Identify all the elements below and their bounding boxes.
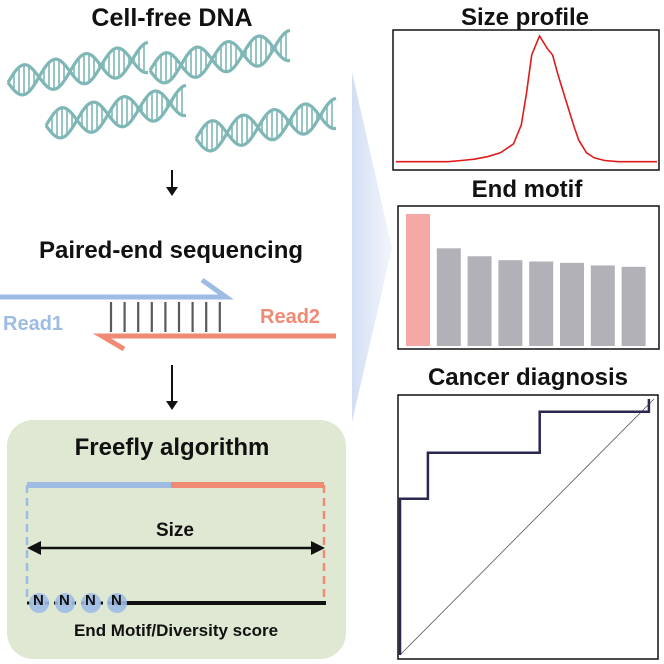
nucleotide-circle (107, 593, 127, 613)
dna-helix (6, 40, 149, 97)
down-arrow-1 (166, 170, 178, 196)
size-double-arrow (27, 541, 325, 555)
end-motif-bar (590, 265, 615, 346)
dna-helix (44, 83, 187, 140)
nucleotide-circle (29, 593, 49, 613)
read2-label: Read2 (260, 306, 321, 328)
size-profile-title: Size profile (460, 4, 590, 31)
end-motif-bar (436, 248, 461, 346)
motif-letter: N (111, 592, 122, 609)
transition-arrow-wedge (352, 72, 392, 422)
fragment-bar (25, 482, 326, 600)
motif-letter: N (59, 592, 70, 609)
sequencing-title: Paired-end sequencing (38, 237, 304, 264)
end-motif-bar (560, 262, 584, 346)
read2-strand (92, 333, 336, 352)
roc-curve (398, 399, 651, 655)
cfdna-title: Cell-free DNA (91, 4, 253, 32)
dna-helix (148, 28, 291, 85)
end-motif-bar (406, 214, 430, 346)
size-label: Size (155, 520, 195, 541)
end-motif-bar (467, 256, 492, 346)
size-profile-curve (396, 34, 657, 163)
end-motif-bar (529, 261, 554, 346)
dna-helix (194, 96, 337, 153)
end-motif-bar (621, 266, 646, 346)
motif-letter: N (85, 592, 96, 609)
nucleotide-circle (55, 593, 75, 613)
motif-letter: N (33, 592, 44, 609)
read1-strand (0, 277, 234, 300)
algorithm-title: Freefly algorithm (74, 434, 270, 461)
cancer-diagnosis-title: Cancer diagnosis (427, 364, 629, 391)
nucleotide-circle (81, 593, 101, 613)
end-motif-title: End motif (471, 176, 583, 203)
end-motif-nucleotides (29, 593, 127, 613)
roc-diagonal-line (399, 398, 655, 656)
end-motif-bar (498, 260, 523, 346)
algorithm-footer: End Motif/Diversity score (73, 621, 279, 640)
paired-end-reads (0, 277, 336, 352)
dna-illustration (6, 28, 337, 153)
down-arrow-2 (166, 365, 178, 410)
read1-label: Read1 (3, 313, 64, 335)
end-motif-bars (406, 214, 646, 346)
